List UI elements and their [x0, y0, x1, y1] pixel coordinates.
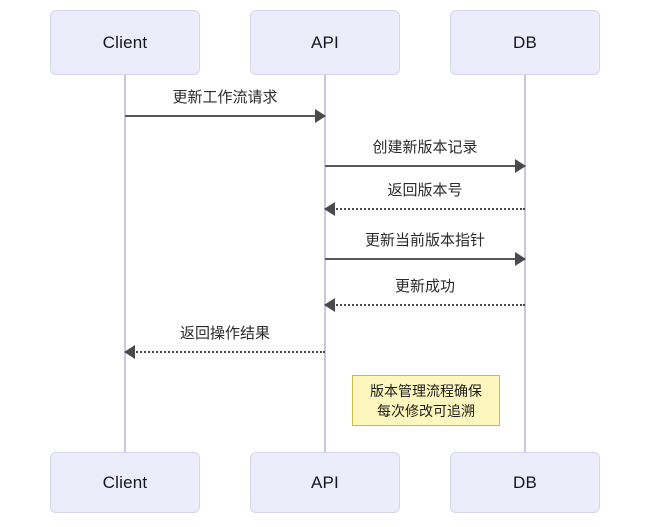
message-2-api-to-db[interactable]: 创建新版本记录 — [325, 138, 526, 173]
message-6-label: 返回操作结果 — [179, 325, 270, 342]
message-3-label: 返回版本号 — [387, 182, 463, 199]
message-2-arrowhead-icon — [515, 159, 526, 173]
message-3-line — [325, 208, 525, 210]
participant-label-api-top: API — [310, 32, 339, 52]
note-box[interactable]: 版本管理流程确保 每次修改可追溯 — [352, 375, 500, 426]
participant-label-client-top: Client — [102, 32, 148, 52]
participant-box-api-bottom[interactable]: API — [250, 452, 400, 513]
note-line-2: 每次修改可追溯 — [377, 402, 475, 419]
message-5-label: 更新成功 — [394, 278, 455, 295]
message-2-line — [325, 165, 525, 167]
participant-label-api-bottom: API — [310, 472, 339, 492]
participant-box-api-top[interactable]: API — [250, 10, 400, 75]
participant-label-client-bottom: Client — [102, 472, 148, 492]
message-1-arrowhead-icon — [315, 109, 326, 123]
participant-label-db-top: DB — [512, 32, 538, 52]
message-4-line — [325, 258, 525, 260]
message-6-line — [125, 351, 325, 353]
message-4-arrowhead-icon — [515, 252, 526, 266]
note-line-1: 版本管理流程确保 — [370, 382, 482, 399]
message-5-db-to-api[interactable]: 更新成功 — [324, 277, 525, 312]
message-5-line — [325, 304, 525, 306]
message-6-api-to-client[interactable]: 返回操作结果 — [124, 324, 325, 359]
participant-label-db-bottom: DB — [512, 472, 538, 492]
message-1-client-to-api[interactable]: 更新工作流请求 — [125, 88, 326, 123]
message-6-arrowhead-icon — [124, 345, 135, 359]
participant-box-db-bottom[interactable]: DB — [450, 452, 600, 513]
message-3-db-to-api[interactable]: 返回版本号 — [324, 181, 525, 216]
message-1-line — [125, 115, 325, 117]
participant-box-client-top[interactable]: Client — [50, 10, 200, 75]
participant-box-client-bottom[interactable]: Client — [50, 452, 200, 513]
message-2-label: 创建新版本记录 — [372, 139, 478, 156]
message-3-arrowhead-icon — [324, 202, 335, 216]
lifeline-api — [324, 75, 326, 452]
message-4-label: 更新当前版本指针 — [364, 232, 485, 249]
message-5-arrowhead-icon — [324, 298, 335, 312]
message-1-label: 更新工作流请求 — [172, 89, 278, 106]
lifeline-client — [124, 75, 126, 452]
message-4-api-to-db[interactable]: 更新当前版本指针 — [325, 231, 526, 266]
participant-box-db-top[interactable]: DB — [450, 10, 600, 75]
